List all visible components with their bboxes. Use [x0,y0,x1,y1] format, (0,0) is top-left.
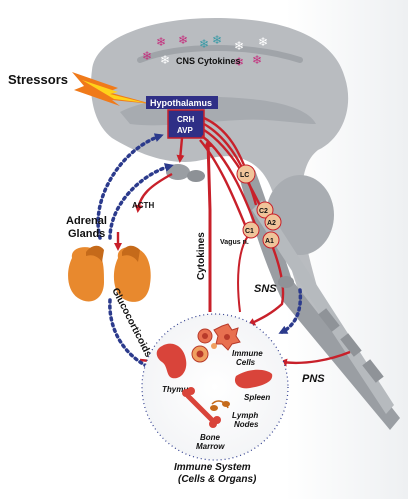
hypothalamus: Hypothalamus CRH AVP [146,96,218,139]
lightning-bolt-icon [72,72,152,106]
brainstem-nuclei: LC C2 A2 C1 A1 [236,164,282,249]
ganglion [278,276,294,288]
immune-system-title: Immune System [174,462,251,473]
adrenal-glands: Adrenal Glands [66,215,151,302]
nucleus-lc-label: LC [240,172,249,179]
immune-cells-label-line1: Immune [232,349,263,358]
adrenal-label-line1: Adrenal [66,215,107,227]
stressors-label: Stressors [8,72,68,87]
vagus-label: Vagus n. [220,239,249,246]
snowflake-icon: ❄ [234,55,244,69]
immune-cells: Immune Cells [191,323,263,367]
cns-cytokines-label: CNS Cytokines [176,56,241,66]
lymph-nodes-label-line2: Nodes [234,420,259,429]
spleen-label: Spleen [244,393,270,402]
bone-marrow-label-line1: Bone [200,433,221,442]
acth-label: ACTH [132,201,154,210]
spleen: Spleen [234,369,273,402]
lymph-nodes: Lymph Nodes [210,400,259,429]
snowflake-icon: ❄ [212,33,222,47]
adrenal-label-line2: Glands [68,228,105,240]
sns-label: SNS [254,283,277,295]
nucleus-c2-label: C2 [259,208,268,215]
immune-cells-label-line2: Cells [236,358,256,367]
avp-label: AVP [177,126,194,135]
lymph-nodes-label-line1: Lymph [232,411,258,420]
thymus-label: Thymus [162,385,193,394]
snowflake-icon: ❄ [160,53,170,67]
bone-marrow: Bone Marrow [182,387,225,451]
immune-system-circle: Immune Cells Thymus Spleen Lymph Nodes [141,313,289,461]
nucleus-a1-label: A1 [265,238,274,245]
nucleus-a2-label: A2 [267,220,276,227]
cytokines-label: Cytokines [196,232,207,280]
snowflake-icon: ❄ [156,35,166,49]
immune-system-subtitle: (Cells & Organs) [178,474,257,485]
snowflake-icon: ❄ [178,33,188,47]
hypothalamus-label: Hypothalamus [150,98,212,108]
thymus: Thymus [156,343,193,394]
cns-cytokines-cluster: ❄ ❄ ❄ ❄ ❄ ❄ ❄ ❄ ❄ ❄ CNS Cytokines [142,33,268,69]
nucleus-c1-label: C1 [245,228,254,235]
snowflake-icon: ❄ [252,53,262,67]
snowflake-icon: ❄ [142,49,152,63]
crh-label: CRH [177,115,195,124]
snowflake-icon: ❄ [234,39,244,53]
bone-marrow-label-line2: Marrow [196,442,225,451]
pns-label: PNS [302,373,325,385]
snowflake-icon: ❄ [258,35,268,49]
snowflake-icon: ❄ [199,37,209,51]
